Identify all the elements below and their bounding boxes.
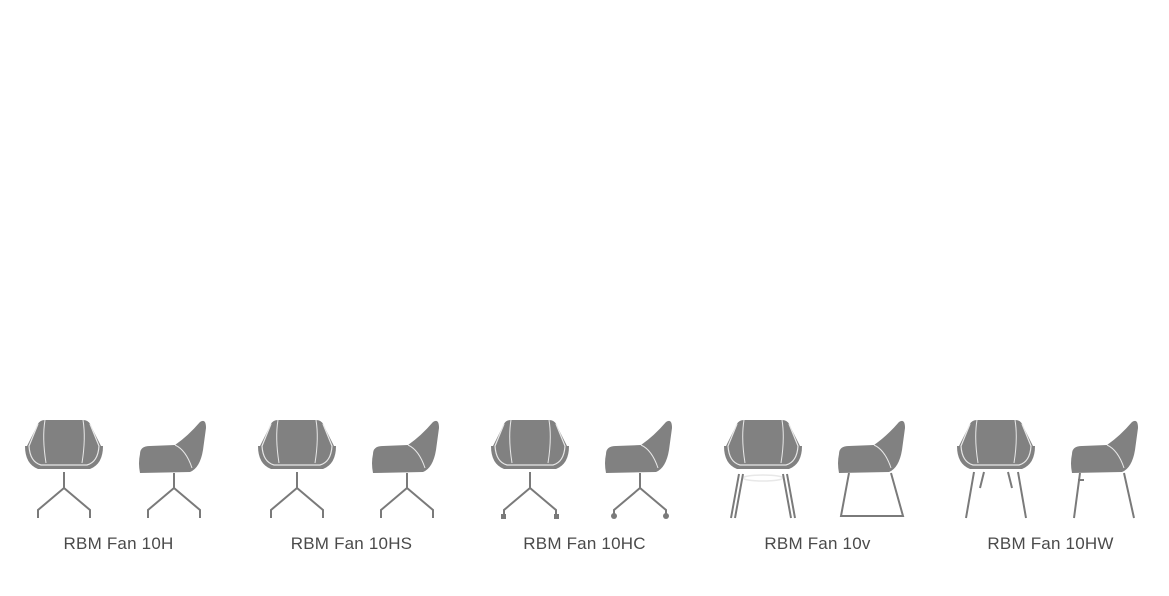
chair-front-view-icon	[713, 418, 813, 522]
variant-fan-10h[interactable]: RBM Fan 10H	[2, 418, 235, 568]
chair-illustrations	[701, 418, 934, 522]
chair-illustrations	[235, 418, 468, 522]
chair-side-view-icon	[586, 418, 686, 522]
chair-illustrations	[468, 418, 701, 522]
chair-side-view-icon	[1052, 418, 1152, 522]
variant-label: RBM Fan 10HC	[523, 534, 646, 553]
variant-label: RBM Fan 10HW	[987, 534, 1114, 553]
variant-fan-10hs[interactable]: RBM Fan 10HS	[235, 418, 468, 568]
chair-side-view-icon	[819, 418, 919, 522]
variant-label: RBM Fan 10HS	[290, 534, 413, 553]
chair-variants-row: RBM Fan 10H RBM Fan 10HS RBM Fan 10HC RB…	[0, 418, 1169, 568]
chair-front-view-icon	[14, 418, 114, 522]
variant-label: RBM Fan 10v	[764, 534, 871, 553]
chair-side-view-icon	[120, 418, 220, 522]
variant-fan-10hw[interactable]: RBM Fan 10HW	[934, 418, 1167, 568]
variant-fan-10v[interactable]: RBM Fan 10v	[701, 418, 934, 568]
chair-front-view-icon	[946, 418, 1046, 522]
chair-front-view-icon	[247, 418, 347, 522]
chair-front-view-icon	[480, 418, 580, 522]
chair-side-view-icon	[353, 418, 453, 522]
variant-fan-10hc[interactable]: RBM Fan 10HC	[468, 418, 701, 568]
chair-illustrations	[2, 418, 235, 522]
variant-label: RBM Fan 10H	[63, 534, 174, 553]
chair-illustrations	[934, 418, 1167, 522]
